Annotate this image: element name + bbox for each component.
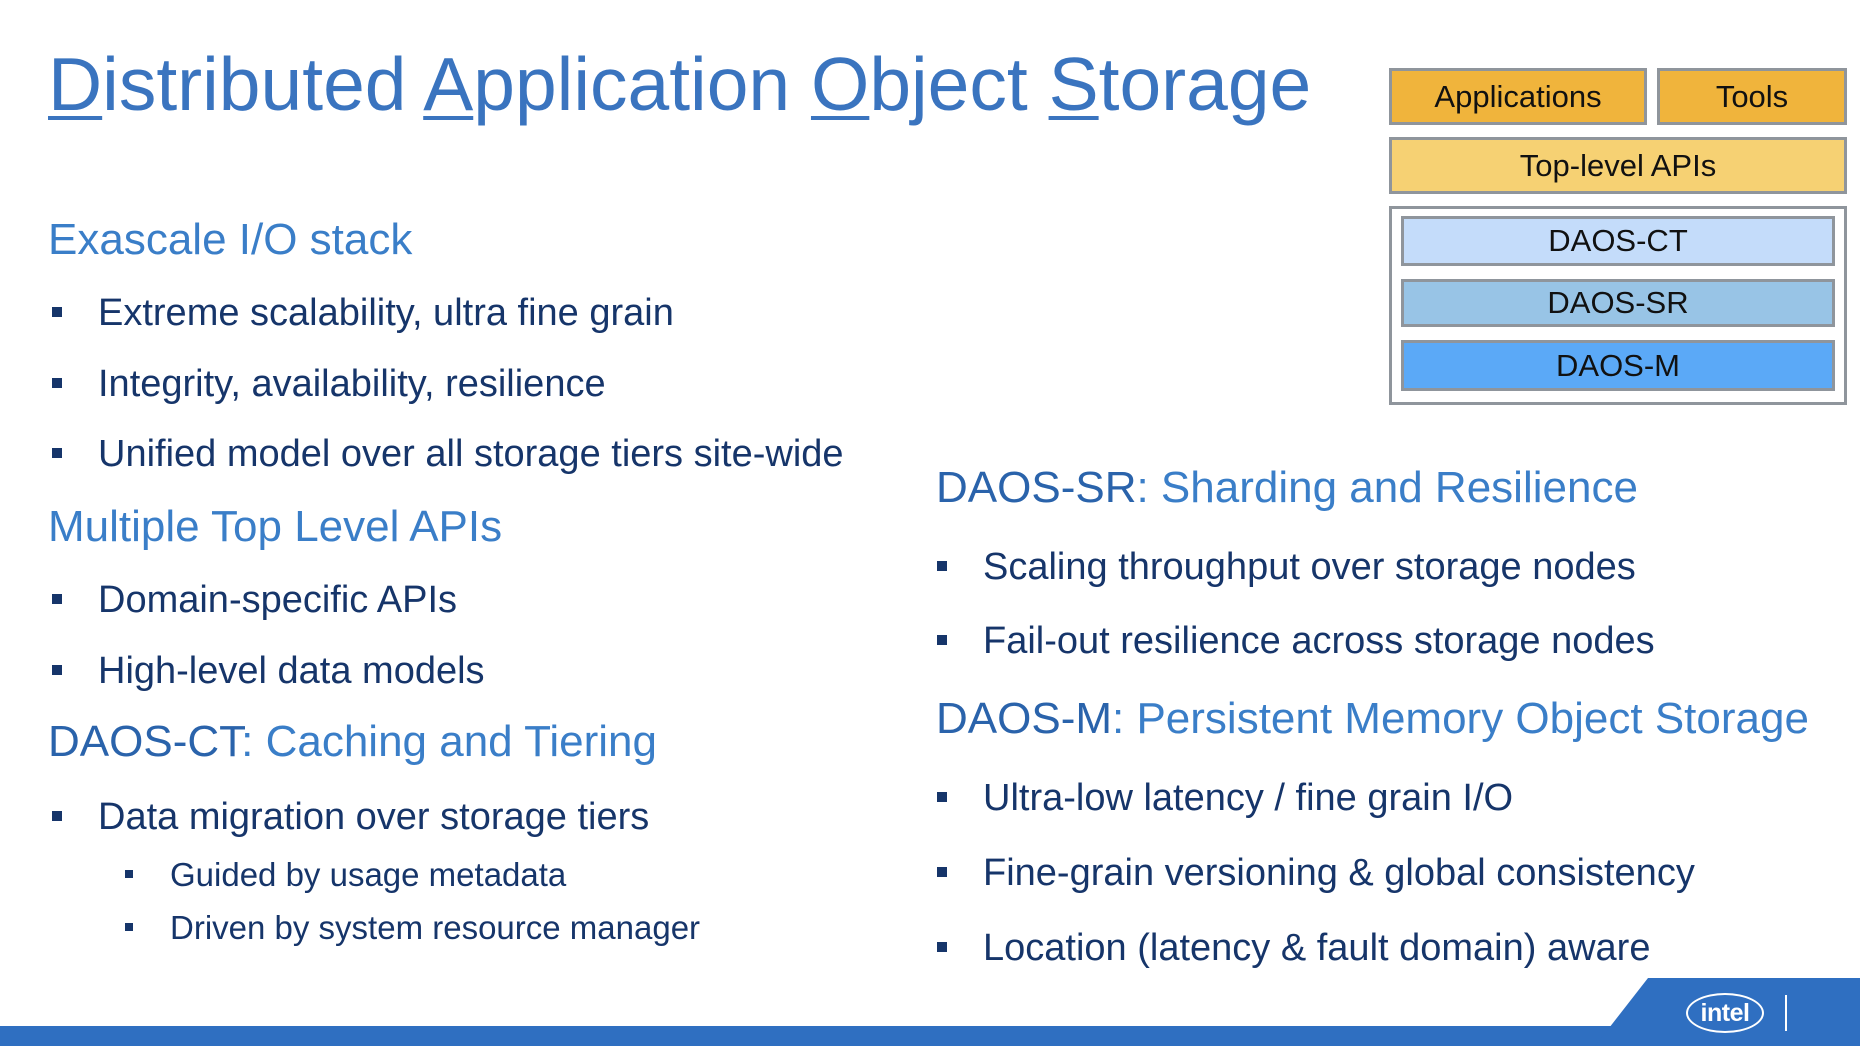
exascale-bullet-1: Extreme scalability, ultra fine grain (52, 290, 674, 336)
bullet-marker (52, 665, 62, 675)
intel-logo-text: intel (1700, 998, 1750, 1027)
exascale-bullet-2: Integrity, availability, resilience (52, 361, 606, 407)
daos-m-keyword: DAOS-M (936, 694, 1112, 743)
m-bullet-1: Ultra-low latency / fine grain I/O (937, 775, 1514, 821)
bullet-marker (52, 594, 62, 604)
apis-bullet-1: Domain-specific APIs (52, 577, 458, 623)
bullet-marker (937, 635, 947, 645)
daos-sr-heading-rest: : Sharding and Resilience (1136, 463, 1638, 512)
stack-daos-sr-label: DAOS-SR (1547, 285, 1689, 320)
title-rest-4: torage (1098, 42, 1312, 126)
daos-m-heading-rest: : Persistent Memory Object Storage (1112, 694, 1809, 743)
apis-heading: Multiple Top Level APIs (48, 502, 503, 551)
daos-ct-keyword: DAOS-CT (48, 717, 242, 766)
bullet-marker (52, 811, 62, 821)
stack-daos-sr: DAOS-SR (1401, 279, 1835, 327)
subbullet-text: Driven by system resource manager (170, 909, 701, 946)
bullet-marker (937, 561, 947, 571)
footer-bar (0, 1026, 1860, 1046)
ct-bullet: Data migration over storage tiers (52, 794, 650, 840)
apis-bullet-2: High-level data models (52, 648, 485, 694)
bullet-text: Ultra-low latency / fine grain I/O (983, 777, 1514, 819)
bullet-text: High-level data models (98, 650, 485, 692)
bullet-marker (52, 448, 62, 458)
stack-applications: Applications (1389, 68, 1647, 125)
title-initial-s: S (1048, 42, 1099, 126)
title-initial-o: O (810, 42, 870, 126)
bullet-marker (937, 867, 947, 877)
subbullet-text: Guided by usage metadata (170, 856, 567, 893)
m-bullet-2: Fine-grain versioning & global consisten… (937, 850, 1695, 896)
bullet-text: Extreme scalability, ultra fine grain (98, 292, 674, 334)
exascale-bullet-3: Unified model over all storage tiers sit… (52, 431, 844, 477)
intel-logo: intel (1686, 993, 1764, 1033)
stack-tools-label: Tools (1715, 78, 1789, 114)
stack-applications-label: Applications (1434, 78, 1602, 114)
bullet-text: Fine-grain versioning & global consisten… (983, 852, 1695, 894)
subbullet-marker (125, 923, 133, 931)
bullet-text: Unified model over all storage tiers sit… (98, 433, 844, 475)
title-rest-1: istributed (102, 42, 424, 126)
exascale-heading: Exascale I/O stack (48, 215, 413, 264)
title-initial-a: A (423, 42, 474, 126)
ct-subbullet-2: Driven by system resource manager (125, 908, 701, 948)
bullet-marker (52, 378, 62, 388)
bullet-marker (52, 307, 62, 317)
bullet-marker (937, 942, 947, 952)
stack-daos-m: DAOS-M (1401, 340, 1835, 391)
stack-daos-ct: DAOS-CT (1401, 216, 1835, 266)
bullet-text: Domain-specific APIs (98, 579, 458, 621)
stack-daos-m-label: DAOS-M (1556, 347, 1680, 383)
bullet-text: Scaling throughput over storage nodes (983, 546, 1636, 588)
daos-m-heading: DAOS-M: Persistent Memory Object Storage (936, 693, 1809, 745)
daos-ct-heading: DAOS-CT: Caching and Tiering (48, 716, 657, 768)
title-rest-2: pplication (473, 42, 811, 126)
sr-bullet-2: Fail-out resilience across storage nodes (937, 618, 1655, 664)
daos-ct-heading-rest: : Caching and Tiering (241, 717, 657, 766)
bullet-text: Integrity, availability, resilience (98, 363, 606, 405)
bullet-marker (937, 792, 947, 802)
daos-sr-heading: DAOS-SR: Sharding and Resilience (936, 462, 1638, 514)
bullet-text: Fail-out resilience across storage nodes (983, 620, 1655, 662)
title-rest-3: bject (869, 42, 1049, 126)
stack-daos-ct-label: DAOS-CT (1548, 223, 1688, 258)
sr-bullet-1: Scaling throughput over storage nodes (937, 544, 1636, 590)
stack-top-level-apis-label: Top-level APIs (1519, 147, 1717, 183)
stack-tools: Tools (1657, 68, 1847, 125)
ct-subbullet-1: Guided by usage metadata (125, 855, 567, 895)
bullet-text: Location (latency & fault domain) aware (983, 927, 1651, 969)
stack-top-level-apis: Top-level APIs (1389, 137, 1847, 194)
daos-sr-keyword: DAOS-SR (936, 463, 1137, 512)
m-bullet-3: Location (latency & fault domain) aware (937, 925, 1651, 971)
subbullet-marker (125, 870, 133, 878)
bullet-text: Data migration over storage tiers (98, 796, 650, 838)
logo-separator (1785, 995, 1787, 1031)
slide-title: Distributed Application Object Storage (48, 40, 1311, 128)
title-initial-d: D (48, 42, 103, 126)
